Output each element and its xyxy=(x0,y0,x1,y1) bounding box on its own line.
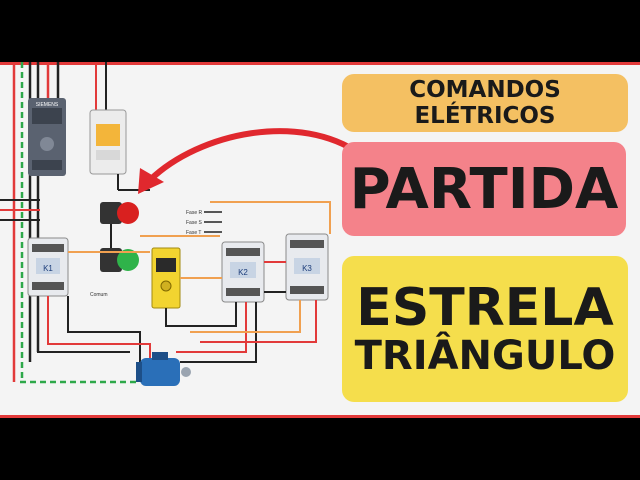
phase-r-label: Fase R xyxy=(186,210,203,216)
title-partida: PARTIDA xyxy=(342,142,626,236)
start-button xyxy=(100,248,139,272)
contactor-k1: K1 Comum xyxy=(27,237,108,298)
timer-relay xyxy=(151,247,181,309)
k3-label: K3 xyxy=(302,264,312,273)
k2-label: K2 xyxy=(238,268,248,277)
interconnect-wires xyxy=(37,201,331,363)
contactor-k3: K3 xyxy=(285,233,329,301)
phase-labels: Fase R Fase S Fase T xyxy=(186,210,222,236)
control-module xyxy=(89,62,150,191)
phase-t-label: Fase T xyxy=(186,230,201,236)
k1-label: K1 xyxy=(43,264,53,273)
title-estrela-triangulo: ESTRELA TRIÂNGULO xyxy=(342,256,628,402)
motor xyxy=(136,352,191,386)
wiring-diagram: SIEMENS xyxy=(0,62,363,386)
contactor-k2: K2 xyxy=(221,241,265,303)
title-comandos-eletricos: COMANDOS ELÉTRICOS xyxy=(342,74,628,132)
breaker-brand: SIEMENS xyxy=(36,102,59,108)
k1-common-label: Comum xyxy=(90,292,108,298)
pointer-arrow xyxy=(138,128,363,194)
stop-button xyxy=(100,202,139,224)
title-estrela: ESTRELA xyxy=(356,277,614,338)
phase-s-label: Fase S xyxy=(186,220,203,226)
circuit-breaker: SIEMENS xyxy=(28,98,66,176)
title-triangulo: TRIÂNGULO xyxy=(354,333,616,380)
